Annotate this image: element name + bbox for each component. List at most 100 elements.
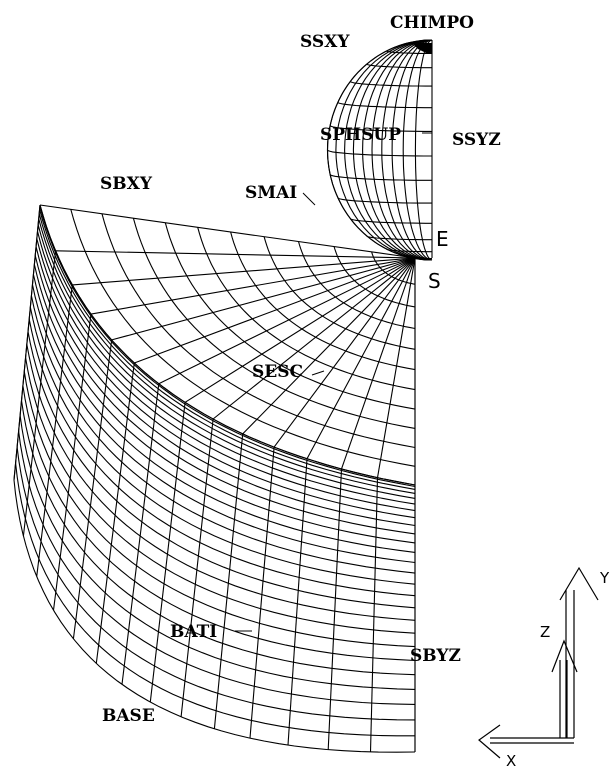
side-vertical-line (327, 468, 343, 750)
sphere-meridian (381, 39, 433, 261)
sphere-parallel (327, 149, 432, 157)
sphere-parallel (329, 174, 432, 181)
top-radial-line (273, 257, 416, 448)
side-ring-line (36, 231, 416, 512)
sphere-mesh (326, 39, 433, 261)
chimpo-cap (412, 43, 432, 53)
sphere-meridian (371, 39, 433, 261)
side-vertical-line (52, 314, 92, 611)
finite-element-mesh (13, 204, 416, 753)
sphere-parallel (337, 101, 432, 109)
side-vertical-line (369, 477, 379, 752)
sphere-meridian (362, 39, 433, 261)
top-radial-line (55, 250, 416, 259)
sphere-meridian (335, 39, 433, 261)
left-edge-line (13, 204, 41, 481)
sphere-parallel (366, 235, 432, 241)
top-arc-line (101, 213, 416, 449)
side-vertical-line (22, 250, 57, 537)
top-arc-line (39, 204, 416, 486)
sphere-meridian (402, 39, 433, 261)
label-bati: BATI (170, 622, 217, 642)
side-vertical-line (121, 383, 160, 685)
side-vertical-line (95, 362, 135, 664)
sphere-parallel (408, 256, 432, 260)
side-vertical-line (72, 339, 113, 639)
sphere-meridian (352, 39, 433, 261)
side-ring-line (16, 446, 416, 721)
axis-label-x: X (506, 752, 516, 769)
top-arc-line (371, 251, 416, 285)
side-ring-line (35, 246, 416, 527)
top-arc-line (197, 227, 416, 391)
top-arc-line (230, 231, 416, 371)
side-ring-line (18, 430, 416, 705)
top-arc-line (333, 246, 416, 308)
label-ssxy: SSXY (300, 32, 350, 52)
side-ring-line (33, 264, 416, 544)
label-s: S (428, 269, 441, 293)
sphere-meridian (414, 39, 433, 261)
top-radial-line (39, 204, 416, 259)
axis-triad (478, 566, 599, 759)
sphere-meridian (326, 39, 433, 261)
side-ring-line (32, 274, 416, 553)
top-radial-line (134, 257, 416, 364)
top-radial-line (340, 257, 416, 470)
sphere-outline (326, 39, 433, 261)
sphere-parallel (337, 197, 432, 204)
side-ring-line (30, 295, 416, 574)
side-ring-line (15, 463, 415, 737)
side-ring-line (38, 213, 416, 494)
side-ring-line (26, 344, 416, 621)
top-radial-line (212, 257, 416, 420)
sphere-meridian (391, 39, 433, 261)
sphere-meridian (344, 39, 433, 261)
sphere-parallel (349, 81, 432, 87)
side-ring-line (29, 306, 416, 585)
label-sbxy: SBXY (100, 174, 153, 194)
top-arc-line (263, 236, 416, 350)
side-ring-line (19, 415, 416, 690)
side-ring-line (38, 218, 416, 499)
top-arc-line (132, 218, 416, 429)
axis-label-y: Y (599, 569, 610, 587)
label-sesc: SESC (252, 362, 303, 382)
side-ring-line (27, 331, 416, 609)
label-sbyz: SBYZ (410, 646, 461, 666)
top-arc-line (297, 241, 416, 330)
smai-leader (302, 192, 316, 206)
side-ring-line (25, 357, 416, 634)
label-base: BASE (102, 706, 155, 726)
sphere-parallel (349, 218, 432, 224)
side-ring-line (34, 255, 416, 535)
sphere-parallel (366, 63, 432, 69)
label-sphsup: SPHSUP (320, 125, 401, 145)
side-vertical-line (36, 284, 73, 577)
top-radial-line (306, 257, 416, 460)
leader-lines (235, 132, 432, 632)
side-vertical-line (287, 458, 308, 746)
side-ring-line (22, 385, 416, 662)
label-chimpo: CHIMPO (390, 13, 474, 33)
side-ring-line (37, 224, 416, 505)
sphere-parallel (386, 248, 432, 253)
side-ring-line (20, 400, 416, 676)
top-arc-line (164, 222, 416, 410)
top-arc-line (70, 209, 416, 467)
side-ring-line (39, 206, 416, 488)
side-vertical-line (213, 433, 244, 729)
label-smai: SMAI (245, 183, 297, 203)
side-ring-line (36, 238, 416, 519)
x-axis-arrowhead (478, 724, 501, 759)
side-ring-line (39, 204, 416, 486)
side-ring-line (31, 284, 416, 564)
side-ring-line (39, 209, 416, 490)
top-radial-line (90, 257, 416, 315)
side-ring-line (13, 479, 416, 753)
side-vertical-line (249, 447, 275, 739)
side-ring-line (28, 318, 416, 597)
y-axis-arrowhead (559, 566, 599, 601)
side-vertical-line (180, 418, 214, 717)
